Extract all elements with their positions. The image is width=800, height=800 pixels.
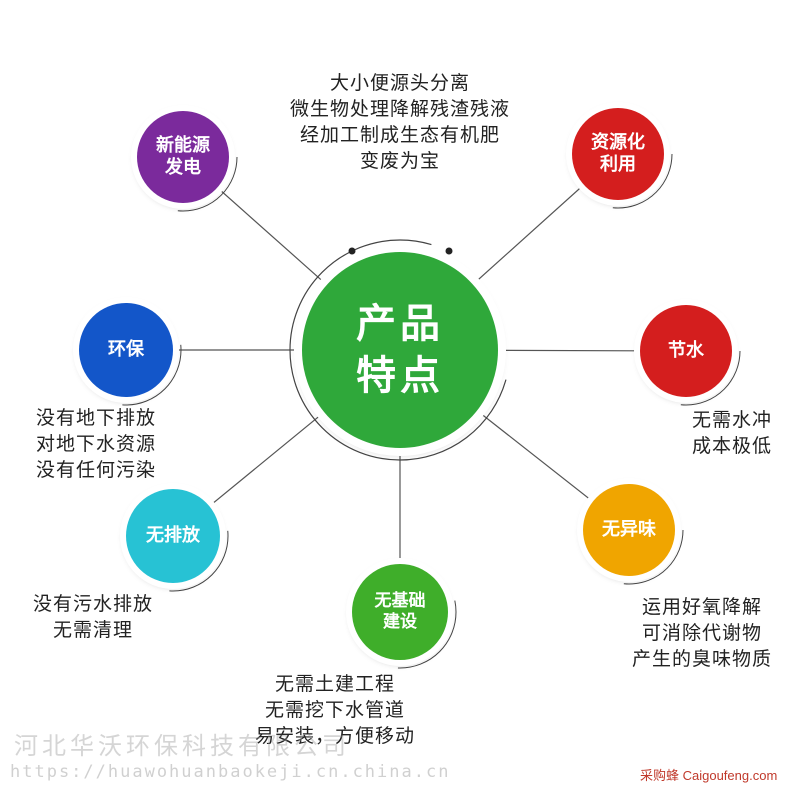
center-ring — [289, 239, 511, 461]
watermark-url: https://huawohuanbaokeji.cn.china.cn — [10, 762, 451, 782]
desc-line: 经加工制成生态有机肥 — [299, 124, 500, 146]
node-resource: 资源化 利用 — [572, 108, 664, 200]
desc-line: 大小便源头分离 — [329, 72, 470, 94]
desc-water: 无需水冲 成本极低 — [672, 407, 792, 459]
node-ring — [343, 555, 457, 669]
desc-line: 变废为宝 — [359, 150, 440, 172]
watermark-company: 河北华沃环保科技有限公司 — [14, 732, 350, 760]
desc-line: 无需清理 — [52, 619, 133, 641]
node-no-discharge: 无排放 — [126, 489, 220, 583]
desc-line: 没有污水排放 — [32, 593, 153, 615]
desc-line: 成本极低 — [691, 435, 772, 457]
center-node: 产品 特点 — [302, 252, 498, 448]
node-label: 无基础 建设 — [374, 590, 426, 632]
node-ring — [128, 102, 238, 212]
desc-discharge: 没有污水排放 无需清理 — [18, 591, 168, 643]
node-label: 新能源 发电 — [156, 134, 210, 179]
node-ring — [563, 99, 673, 209]
source-credit: 采购蜂 Caigoufeng.com — [640, 768, 778, 783]
desc-line: 微生物处理降解残渣残液 — [289, 98, 510, 120]
desc-top: 大小便源头分离 微生物处理降解残渣残液 经加工制成生态有机肥 变废为宝 — [270, 70, 530, 174]
node-water-saving: 节水 — [640, 305, 732, 397]
node-label: 无排放 — [146, 524, 200, 546]
node-no-odor: 无异味 — [583, 484, 675, 576]
desc-line: 运用好氧降解 — [641, 596, 762, 618]
node-label: 无异味 — [602, 518, 656, 540]
desc-line: 无需土建工程 — [274, 673, 395, 695]
node-label: 资源化 利用 — [591, 131, 645, 176]
desc-line: 没有地下排放 — [35, 407, 156, 429]
desc-odor: 运用好氧降解 可消除代谢物 产生的臭味物质 — [612, 594, 792, 672]
node-eco: 环保 — [79, 303, 173, 397]
desc-line: 易安装，方便移动 — [254, 725, 415, 747]
node-new-energy: 新能源 发电 — [137, 111, 229, 203]
node-label: 节水 — [668, 339, 704, 361]
node-ring — [70, 294, 182, 406]
desc-line: 无需水冲 — [691, 409, 772, 431]
center-label: 产品 特点 — [356, 301, 444, 399]
desc-line: 可消除代谢物 — [641, 622, 762, 644]
ring-dot — [348, 247, 356, 255]
desc-infra: 无需土建工程 无需挖下水管道 易安装，方便移动 — [240, 671, 430, 749]
node-ring — [631, 296, 741, 406]
node-ring — [117, 480, 229, 592]
desc-line: 无需挖下水管道 — [264, 699, 405, 721]
node-label: 环保 — [108, 338, 144, 360]
node-no-infra: 无基础 建设 — [352, 564, 448, 660]
desc-line: 没有任何污染 — [35, 459, 156, 481]
ring-dot — [445, 247, 453, 255]
desc-line: 产生的臭味物质 — [631, 648, 772, 670]
desc-eco: 没有地下排放 对地下水资源 没有任何污染 — [26, 405, 166, 483]
desc-line: 对地下水资源 — [35, 433, 156, 455]
node-ring — [574, 475, 684, 585]
